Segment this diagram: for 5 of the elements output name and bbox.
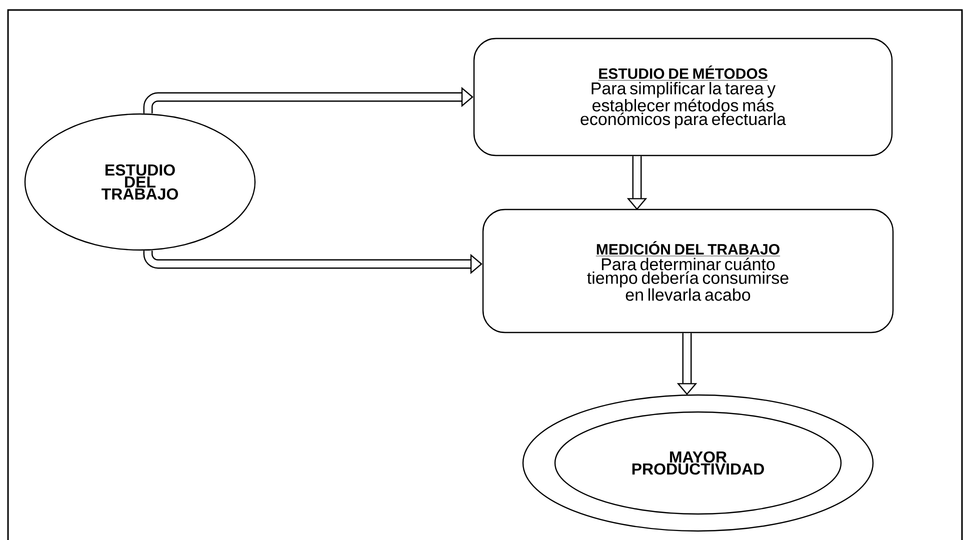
block-arrow <box>143 86 474 114</box>
process-box: MEDICIÓN DEL TRABAJO Para determinar cuánto tiempo debería consumirse en llevarla acabo <box>482 208 894 334</box>
double-ellipse-node: MAYOR PRODUCTIVIDAD <box>522 394 874 532</box>
ellipse-node: ESTUDIO DEL TRABAJO <box>24 113 256 251</box>
process-box: ESTUDIO DE MÉTODOS Para simplificar la tarea y establecer métodos más económicos para efectuarla <box>473 38 893 156</box>
